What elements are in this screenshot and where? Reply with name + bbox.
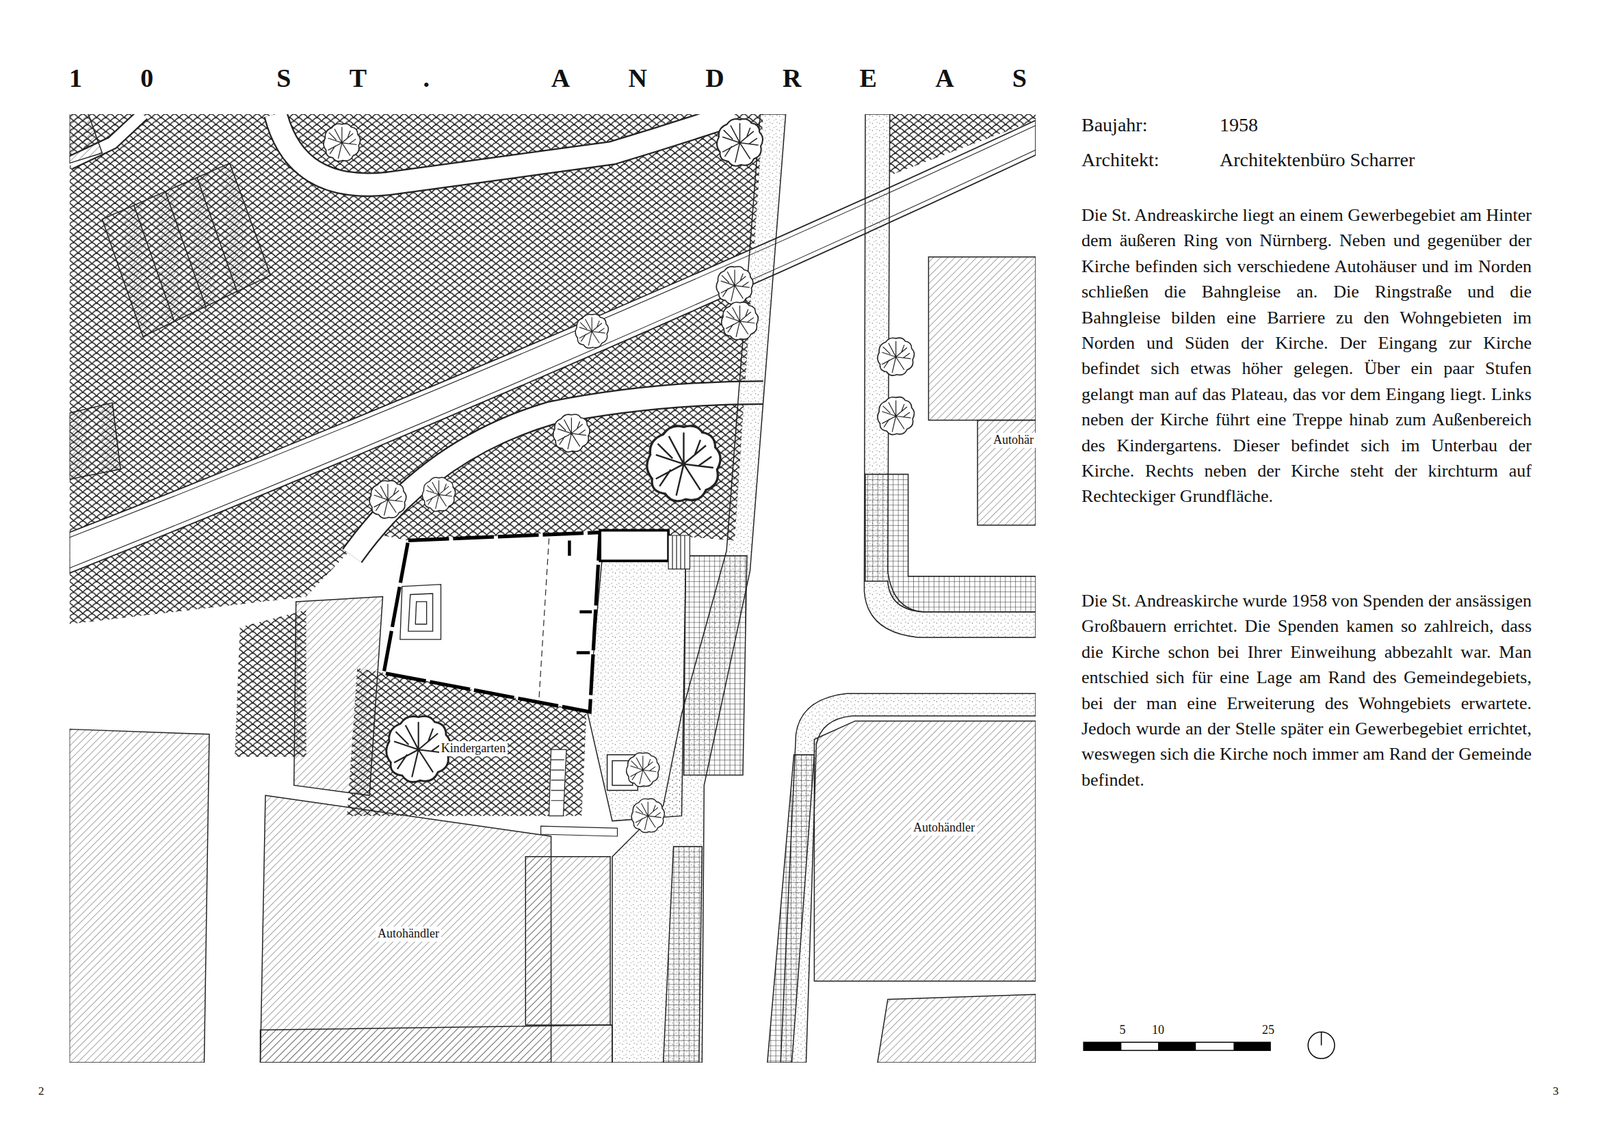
map-label: Kindergarten <box>439 741 509 757</box>
north-arrow <box>1307 1032 1335 1059</box>
scale-number: 5 <box>1119 1023 1126 1039</box>
map-label: Autohändler <box>375 926 442 942</box>
field-value: Architektenbüro Scharrer <box>1219 148 1415 172</box>
scale-number: 25 <box>1262 1023 1275 1039</box>
building-label: Autohändler <box>259 795 552 1061</box>
map-drawing <box>69 114 1036 1064</box>
page-title: 10 ST. ANDREAS <box>69 62 1085 95</box>
field-name: Baujahr: <box>1081 113 1148 137</box>
map-label: Autohändler <box>911 820 977 836</box>
area-label: Kindergarten <box>357 678 582 817</box>
body-text: Die St. Andreaskirche liegt an einem Gew… <box>1081 202 1532 510</box>
scale-bar <box>1083 1042 1271 1051</box>
page-number: 2 <box>38 1084 45 1099</box>
scale-number: 10 <box>1151 1023 1165 1039</box>
body-text: Die St. Andreaskirche wurde 1958 von Spe… <box>1081 588 1532 793</box>
field-value: 1958 <box>1219 113 1258 137</box>
page-number: 3 <box>1552 1084 1559 1099</box>
building-label: Autohär <box>975 425 1036 456</box>
field-name: Architekt: <box>1081 148 1160 172</box>
map-label: Autohär <box>991 433 1036 449</box>
building-label: Autohändler <box>814 721 1036 982</box>
